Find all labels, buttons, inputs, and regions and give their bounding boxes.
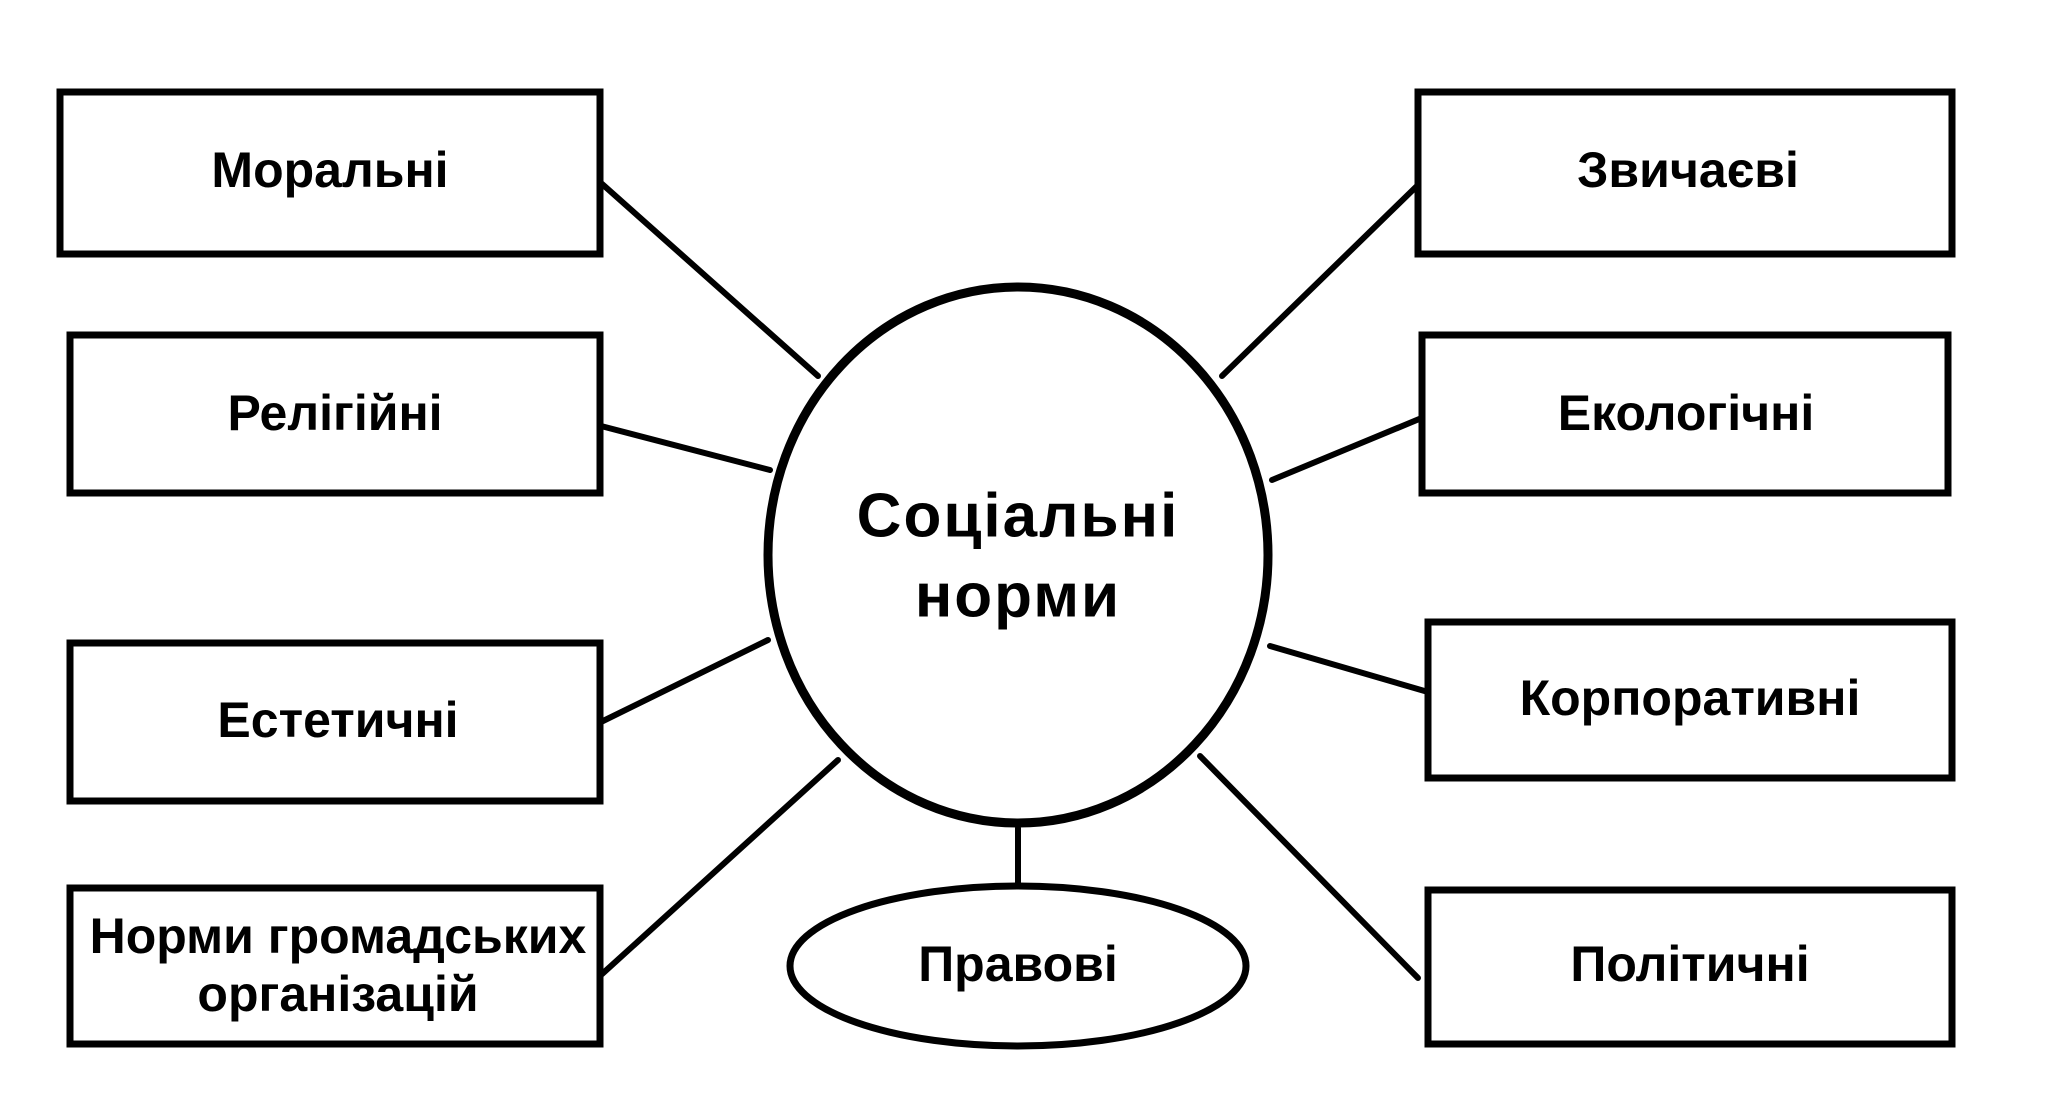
box-religious-frame	[66, 331, 604, 497]
connector-political	[1197, 753, 1421, 981]
box-customary-label: Звичаєві	[1577, 142, 1799, 198]
box-corporate-label: Корпоративні	[1520, 670, 1861, 726]
connector-public-organizations	[598, 757, 841, 978]
box-corporate-frame	[1424, 618, 1956, 782]
connectors	[598, 180, 1431, 981]
center-label-line2: норми	[915, 561, 1121, 630]
box-public-organizations-label-line2: організацій	[197, 966, 478, 1022]
box-moral-frame	[56, 88, 604, 258]
box-public-organizations: Норми громадських організацій	[66, 884, 604, 1048]
box-political-frame	[1424, 886, 1956, 1048]
connector-customary	[1219, 180, 1423, 379]
right-boxes: Звичаєві Екологічні Корпоративні Політич…	[1414, 88, 1956, 1048]
box-aesthetic-frame	[66, 639, 604, 805]
box-political: Політичні	[1424, 886, 1956, 1048]
box-corporate: Корпоративні	[1424, 618, 1956, 782]
box-ecological-frame	[1418, 331, 1952, 497]
box-aesthetic: Естетичні	[66, 639, 604, 805]
connector-ecological	[1269, 414, 1427, 483]
box-ecological: Екологічні	[1418, 331, 1952, 497]
box-customary-frame	[1414, 88, 1956, 258]
legal-ellipse	[786, 882, 1250, 1050]
box-public-organizations-label-line1: Норми громадських	[90, 908, 587, 964]
connector-corporate	[1267, 643, 1431, 695]
connector-aesthetic	[598, 637, 771, 725]
center-label-line1: Соціальні	[857, 481, 1180, 550]
box-public-organizations-frame	[66, 884, 604, 1048]
box-political-label: Політичні	[1570, 936, 1809, 992]
box-aesthetic-label: Естетичні	[217, 692, 458, 748]
legal-node: Правові	[786, 882, 1250, 1050]
box-ecological-label: Екологічні	[1558, 385, 1815, 441]
box-customary: Звичаєві	[1414, 88, 1956, 258]
left-boxes: Моральні Релігійні Естетичні Норми грома…	[56, 88, 604, 1048]
connector-religious	[598, 423, 773, 473]
box-religious-label: Релігійні	[227, 385, 442, 441]
connector-moral	[598, 180, 821, 379]
box-moral: Моральні	[56, 88, 604, 258]
center-node: Соціальні норми	[763, 282, 1273, 828]
center-circle	[763, 282, 1273, 828]
box-religious: Релігійні	[66, 331, 604, 497]
box-moral-label: Моральні	[211, 142, 448, 198]
legal-label: Правові	[918, 936, 1118, 992]
